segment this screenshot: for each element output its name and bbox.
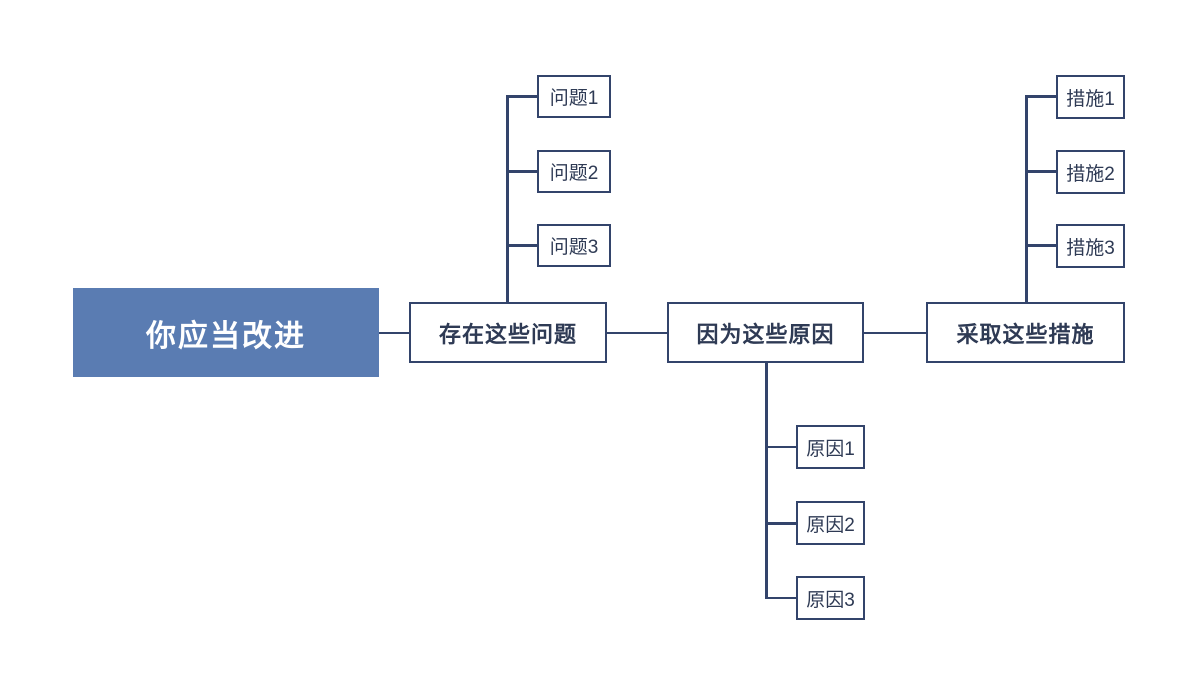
node-reason-3-label: 原因3 — [806, 589, 855, 611]
node-problem-2-label: 问题2 — [549, 163, 599, 184]
twig-reason-3 — [765, 596, 796, 599]
node-problem-3[interactable]: 问题3 — [537, 224, 611, 267]
twig-problem-3 — [506, 244, 537, 247]
node-problems[interactable]: 存在这些问题 — [409, 302, 607, 363]
spine-reasons — [765, 363, 768, 599]
connector-problems-to-reasons — [607, 331, 667, 334]
twig-problem-1 — [506, 95, 537, 98]
node-problem-3-label: 问题3 — [549, 237, 599, 258]
node-measure-1-label: 措施1 — [1066, 88, 1115, 110]
twig-problem-2 — [506, 170, 537, 173]
node-measures-label: 采取这些措施 — [956, 321, 1095, 347]
connector-root-to-problems — [379, 331, 409, 334]
twig-measure-3 — [1025, 244, 1056, 247]
node-problems-label: 存在这些问题 — [438, 321, 577, 347]
twig-reason-1 — [765, 445, 796, 448]
node-measures[interactable]: 采取这些措施 — [926, 302, 1125, 363]
twig-measure-2 — [1025, 170, 1056, 173]
node-root[interactable]: 你应当改进 — [73, 288, 379, 377]
node-reason-2[interactable]: 原因2 — [796, 501, 865, 545]
node-problem-1-label: 问题1 — [549, 88, 599, 109]
node-reasons[interactable]: 因为这些原因 — [667, 302, 864, 363]
node-measure-1[interactable]: 措施1 — [1056, 75, 1125, 119]
node-measure-3-label: 措施3 — [1066, 237, 1115, 259]
node-measure-3[interactable]: 措施3 — [1056, 224, 1125, 268]
node-reason-2-label: 原因2 — [806, 514, 855, 536]
node-reason-1-label: 原因1 — [806, 438, 855, 460]
node-reason-3[interactable]: 原因3 — [796, 576, 865, 620]
twig-reason-2 — [765, 522, 796, 525]
node-measure-2[interactable]: 措施2 — [1056, 150, 1125, 194]
twig-measure-1 — [1025, 95, 1056, 98]
spine-measures — [1025, 95, 1028, 302]
node-reasons-label: 因为这些原因 — [696, 321, 835, 347]
node-root-label: 你应当改进 — [146, 319, 306, 353]
node-reason-1[interactable]: 原因1 — [796, 425, 865, 469]
spine-problems — [506, 95, 509, 302]
node-problem-2[interactable]: 问题2 — [537, 150, 611, 193]
node-measure-2-label: 措施2 — [1066, 163, 1115, 185]
node-problem-1[interactable]: 问题1 — [537, 75, 611, 118]
connector-reasons-to-measures — [864, 331, 926, 334]
